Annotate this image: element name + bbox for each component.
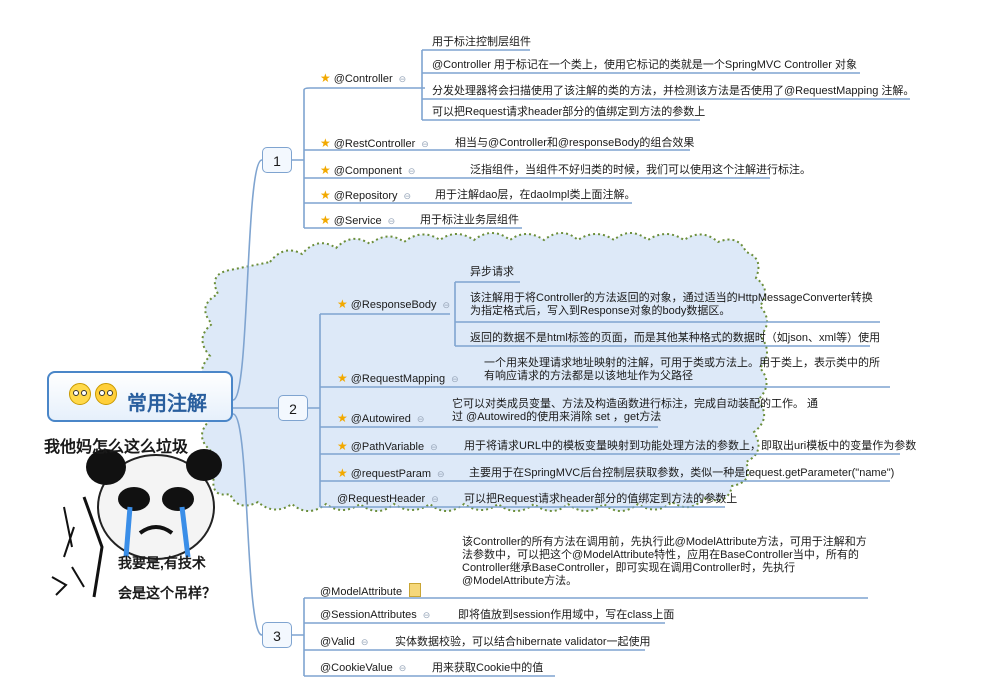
collapse-icon[interactable]: ⊖ [407, 166, 416, 176]
topic-label: @Repository [333, 190, 398, 202]
collapse-icon[interactable]: ⊖ [398, 74, 407, 84]
topic-label: @RequestMapping [350, 373, 446, 385]
star-icon: ★ [320, 188, 331, 202]
topic-label: @ResponseBody [350, 299, 437, 311]
detail-text: 实体数据校验，可以结合hibernate validator一起使用 [395, 636, 651, 648]
group-number-3[interactable]: 3 [262, 622, 292, 648]
group2-cloud [201, 232, 768, 512]
detail-text: 主要用于在SpringMVC后台控制层获取参数，类似一种是request.get… [469, 467, 895, 479]
topic-pathvariable[interactable]: ★@PathVariable ⊖ [337, 440, 438, 454]
topic-valid[interactable]: @Valid ⊖ [320, 636, 368, 649]
topic-requestheader[interactable]: @RequestHeader ⊖ [337, 493, 439, 506]
topic-label: @ModelAttribute [320, 586, 403, 598]
detail-text: 可以把Request请求header部分的值绑定到方法的参数上 [432, 106, 706, 118]
detail-text: 泛指组件，当组件不好归类的时候，我们可以使用这个注解进行标注。 [470, 164, 811, 176]
collapse-icon[interactable]: ⊖ [430, 442, 438, 452]
meme-caption-top: 我他妈怎么这么垃圾 [44, 439, 189, 456]
collapse-icon[interactable]: ⊖ [421, 139, 429, 149]
detail-text: 用于标注控制层组件 [432, 36, 531, 48]
star-icon: ★ [337, 297, 348, 311]
collapse-icon[interactable]: ⊖ [398, 663, 407, 673]
star-icon: ★ [337, 411, 348, 425]
star-icon: ★ [337, 466, 348, 480]
collapse-icon[interactable]: ⊖ [451, 374, 459, 384]
panda-meme-image [51, 449, 222, 598]
root-node[interactable]: 常用注解 [47, 371, 233, 422]
topic-label: @RestController [333, 138, 416, 150]
topic-requestparam[interactable]: ★@requestParam ⊖ [337, 467, 445, 481]
collapse-icon[interactable]: ⊖ [416, 414, 425, 424]
topic-label: @Component [333, 165, 402, 177]
detail-text: 一个用来处理请求地址映射的注解，可用于类或方法上。用于类上，表示类中的所有响应请… [484, 357, 880, 382]
group-number-2[interactable]: 2 [278, 395, 308, 421]
collapse-icon[interactable]: ⊖ [360, 637, 369, 647]
star-icon: ★ [337, 371, 348, 385]
topic-requestmapping[interactable]: ★@RequestMapping ⊖ [337, 372, 459, 386]
topic-modelattribute[interactable]: @ModelAttribute [320, 583, 422, 599]
topic-restcontroller[interactable]: ★@RestController ⊖ [320, 137, 429, 151]
detail-text: 用于标注业务层组件 [420, 214, 519, 226]
meme-caption-bottom-2: 会是这个吊样？ [118, 585, 216, 601]
meme-caption-bottom-1: 我要是,有技术 [118, 555, 206, 571]
detail-text: 它可以对类成员变量、方法及构造函数进行标注，完成自动装配的工作。 通过 @Aut… [452, 398, 819, 423]
topic-repository[interactable]: ★@Repository ⊖ [320, 189, 411, 203]
group-number-1[interactable]: 1 [262, 147, 292, 173]
topic-label: @PathVariable [350, 441, 425, 453]
detail-text: @Controller 用于标记在一个类上，使用它标记的类就是一个SpringM… [432, 59, 857, 71]
detail-text: 该注解用于将Controller的方法返回的对象，通过适当的HttpMessag… [470, 292, 873, 317]
collapse-icon[interactable]: ⊖ [442, 300, 451, 310]
topic-label: @Valid [320, 636, 355, 648]
star-icon: ★ [320, 136, 331, 150]
collapse-icon[interactable]: ⊖ [387, 216, 396, 226]
topic-service[interactable]: ★@Service ⊖ [320, 214, 395, 228]
topic-label: @RequestHeader [337, 493, 426, 505]
detail-text: 可以把Request请求header部分的值绑定到方法的参数上 [464, 493, 738, 505]
detail-text: 即将值放到session作用域中，写在class上面 [458, 609, 675, 621]
detail-text: 异步请求 [470, 266, 514, 278]
detail-text: 用于注解dao层，在daoImpl类上面注解。 [435, 189, 636, 201]
collapse-icon[interactable]: ⊖ [437, 469, 445, 479]
topic-component[interactable]: ★@Component ⊖ [320, 164, 415, 178]
detail-text: 用来获取Cookie中的值 [432, 662, 544, 674]
detail-text: 分发处理器将会扫描使用了该注解的类的方法，并检测该方法是否使用了@Request… [432, 85, 915, 97]
crying-face-icon [95, 383, 117, 405]
detail-text: 用于将请求URL中的模板变量映射到功能处理方法的参数上，即取出uri模板中的变量… [464, 440, 917, 452]
topic-label: @Service [333, 215, 382, 227]
star-icon: ★ [337, 439, 348, 453]
topic-sessionattributes[interactable]: @SessionAttributes ⊖ [320, 609, 430, 622]
topic-responsebody[interactable]: ★@ResponseBody ⊖ [337, 298, 450, 312]
collapse-icon[interactable]: ⊖ [403, 191, 412, 201]
collapse-icon[interactable]: ⊖ [422, 610, 431, 620]
topic-autowired[interactable]: ★@Autowired ⊖ [337, 412, 424, 426]
confused-face-icon [69, 383, 91, 405]
root-title: 常用注解 [127, 393, 207, 415]
star-icon: ★ [320, 71, 331, 85]
topic-controller[interactable]: ★@Controller ⊖ [320, 72, 406, 86]
topic-label: @requestParam [350, 468, 432, 480]
topic-label: @Controller [333, 73, 393, 85]
topic-cookievalue[interactable]: @CookieValue ⊖ [320, 662, 406, 675]
detail-text: 该Controller的所有方法在调用前，先执行此@ModelAttribute… [462, 536, 867, 587]
note-icon[interactable] [409, 583, 422, 597]
topic-label: @Autowired [350, 413, 411, 425]
star-icon: ★ [320, 213, 331, 227]
detail-text: 返回的数据不是html标签的页面，而是其他某种格式的数据时（如json、xml等… [470, 332, 881, 344]
star-icon: ★ [320, 163, 331, 177]
topic-label: @SessionAttributes [320, 609, 417, 621]
collapse-icon[interactable]: ⊖ [431, 494, 439, 504]
detail-text: 相当与@Controller和@responseBody的组合效果 [455, 137, 695, 149]
topic-label: @CookieValue [320, 662, 393, 674]
